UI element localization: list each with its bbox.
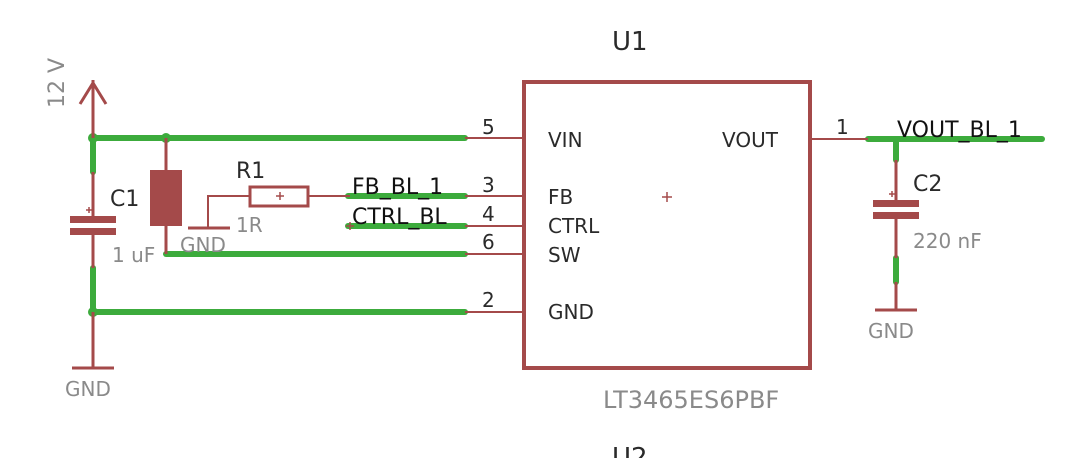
- wires: [90, 135, 1045, 315]
- pin-name-ctrl: CTRL: [548, 214, 600, 238]
- ic-u1: U1 5 3 4 6 2 1 VIN FB CTRL SW GND VOUT L…: [465, 27, 868, 414]
- resistor-r1: R1 1R: [207, 159, 350, 237]
- next-part-label: U2: [612, 443, 648, 458]
- supply-label: 12 V: [45, 58, 70, 108]
- pin-name-fb: FB: [548, 185, 573, 209]
- c1-value: 1 uF: [112, 243, 155, 267]
- pin-number-vout: 1: [836, 115, 849, 139]
- inductor-body: [150, 138, 182, 254]
- pin-name-vout: VOUT: [722, 128, 779, 152]
- gnd-label-right: GND: [868, 319, 914, 343]
- pin-number-fb: 3: [482, 173, 495, 197]
- gnd-symbol-right: GND: [868, 282, 917, 343]
- capacitor-c1: C1 1 uF: [70, 172, 155, 268]
- pin-number-vin: 5: [482, 115, 495, 139]
- r1-ref: R1: [236, 159, 265, 184]
- ic-title: U1: [612, 27, 648, 57]
- supply-symbol: 12 V: [45, 58, 108, 138]
- pin-name-sw: SW: [548, 243, 581, 267]
- pin-number-ctrl: 4: [482, 202, 495, 226]
- pin-name-gnd: GND: [548, 300, 594, 324]
- gnd-symbol-left: GND: [65, 312, 114, 401]
- gnd-label-left: GND: [65, 377, 111, 401]
- net-label-ctrl: CTRL_BL: [352, 205, 447, 230]
- c2-value: 220 nF: [913, 229, 982, 253]
- gnd-label-r1: GND: [180, 233, 226, 257]
- ic-part-number: LT3465ES6PBF: [603, 386, 779, 414]
- r1-value: 1R: [236, 213, 263, 237]
- gnd-symbol-r1: GND: [180, 226, 230, 257]
- pin-name-vin: VIN: [548, 128, 583, 152]
- pin-number-sw: 6: [482, 230, 495, 254]
- net-label-fb: FB_BL_1: [352, 175, 443, 200]
- c1-ref: C1: [110, 187, 139, 212]
- net-label-vout: VOUT_BL_1: [897, 118, 1022, 143]
- pin-number-gnd: 2: [482, 288, 495, 312]
- capacitor-c2: C2 220 nF: [873, 160, 982, 258]
- c2-ref: C2: [913, 172, 942, 197]
